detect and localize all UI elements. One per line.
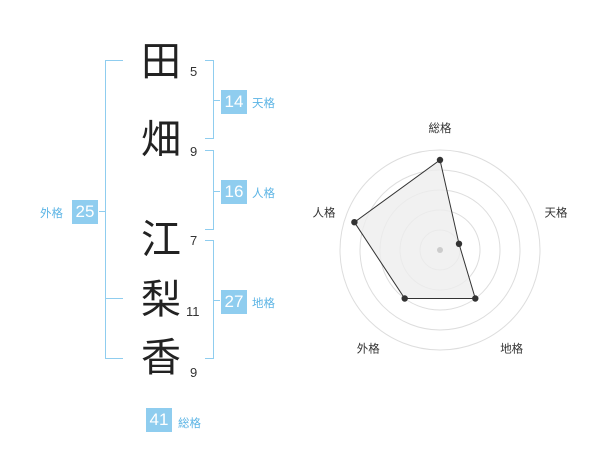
jinkaku-bracket [205,150,214,230]
radar-point [455,240,463,247]
radar-axis-label: 天格 [545,205,568,219]
radar-axis-label: 総格 [429,121,452,135]
stroke-count-2: 9 [190,144,198,159]
gaikaku-mid-tick [105,298,123,299]
name-char-4: 梨 [141,277,181,323]
radar-area [353,159,476,299]
gaikaku-value: 25 [72,200,98,224]
jinkaku-label: 人格 [252,186,275,200]
stroke-count-4: 11 [186,304,200,319]
gaikaku-bracket [105,60,123,359]
radar-axis-label: 人格 [313,205,336,219]
tenkaku-label: 天格 [252,96,275,110]
tenkaku-tick [214,100,220,101]
name-char-2: 畑 [141,117,181,163]
name-char-1: 田 [141,39,181,85]
radar-point [436,156,444,164]
tenkaku-bracket [205,60,214,139]
chikaku-bracket [205,240,214,359]
jinkaku-tick [214,191,220,192]
stroke-count-1: 5 [190,64,198,79]
radar-axis-label: 地格 [500,342,523,356]
chikaku-tick [214,300,220,301]
radar-point [401,295,408,302]
radar-point [472,295,479,302]
stroke-count-5: 9 [190,365,198,380]
radar-axis-label: 外格 [357,342,380,356]
name-char-5: 香 [141,335,181,381]
radar-grid-ring [339,149,541,351]
gaikaku-tick [99,211,105,212]
tenkaku-value: 14 [221,90,247,114]
chikaku-value: 27 [221,290,247,314]
radar-center-dot [437,247,443,253]
jinkaku-value: 16 [221,180,247,204]
stroke-count-3: 7 [190,233,198,248]
soukaku-value: 41 [146,408,172,432]
soukaku-label: 総格 [178,416,201,430]
radar-point [351,219,358,226]
chikaku-label: 地格 [252,296,275,310]
gaikaku-label: 外格 [40,206,63,220]
name-char-3: 江 [141,217,181,263]
